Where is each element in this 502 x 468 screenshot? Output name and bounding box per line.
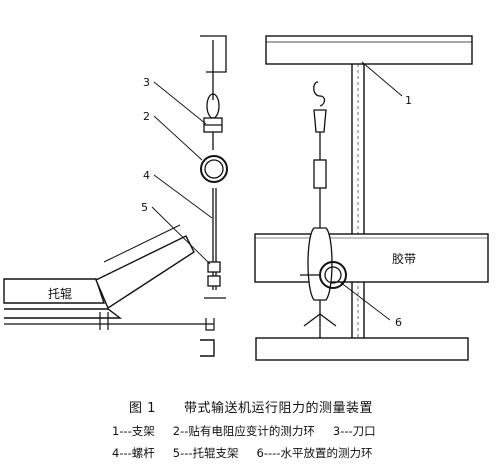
legend-row-1: 1---支架 2--贴有电阻应变计的测力环 3---刀口 [112,423,376,439]
legend-item: 5---托辊支架 [172,446,239,460]
legend-item: 4---螺杆 [112,446,155,460]
callout-4: 4 [143,169,150,182]
callout-3: 3 [143,76,150,89]
horizontal-force-ring-assembly [300,81,347,338]
callout-6: 6 [395,316,402,329]
callout-leaders [151,61,403,321]
callout-1: 1 [405,94,412,107]
figure-title: 带式输送机运行阻力的测量装置 [183,401,373,416]
idler-label: 托辊 [48,287,72,301]
callout-5: 5 [141,201,148,214]
idler-assembly [3,224,215,331]
figure-number: 图 1 [129,401,156,416]
legend-item: 3---刀口 [332,424,376,438]
belt-label: 胶带 [392,251,416,266]
legend-row-2: 4---螺杆 5---托辊支架 6----水平放置的测力环 [112,445,372,461]
vertical-threaded-rod [200,35,228,299]
legend-item: 2--贴有电阻应变计的测力环 [172,424,315,438]
legend-item: 6----水平放置的测力环 [256,446,373,460]
measurement-device-diagram: 3 2 4 5 1 6 托辊 胶带 [3,35,489,361]
figure-caption: 图 1 带式输送机运行阻力的测量装置 [0,397,502,416]
callout-2: 2 [143,110,150,123]
frame-support [200,35,489,361]
legend-item: 1---支架 [112,424,155,438]
